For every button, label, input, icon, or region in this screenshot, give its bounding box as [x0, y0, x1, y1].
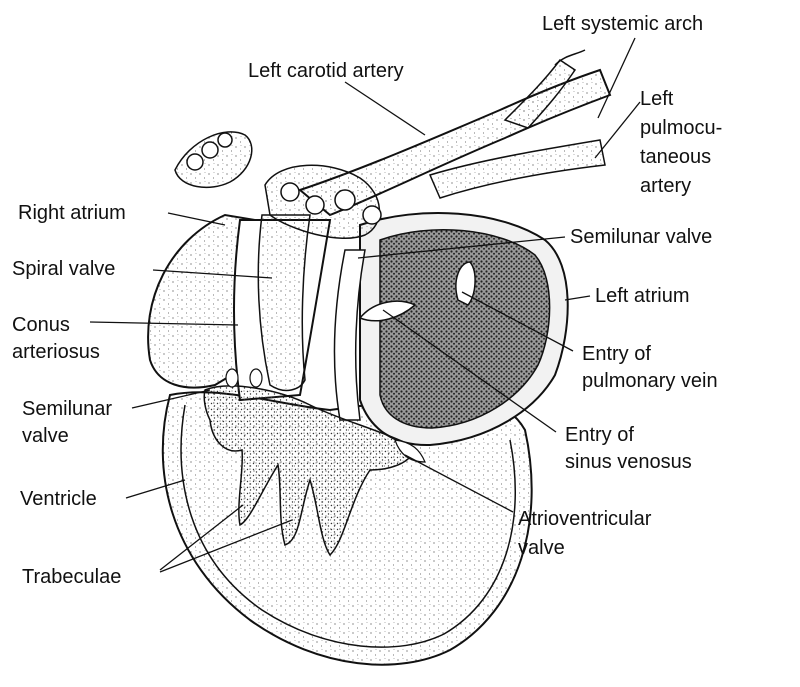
label-entry-sinus-venosus: Entry of sinus venosus: [565, 424, 692, 473]
right-atrium-shape: [147, 213, 257, 389]
label-conus-arteriosus: Conus arteriosus: [12, 314, 100, 363]
pulmocutaneous-arch: [428, 139, 606, 199]
trabecular-mass: [203, 385, 414, 557]
sinus-venosus-entry: [358, 300, 417, 322]
label-right-atrium: Right atrium: [18, 202, 126, 224]
leader-lines: [89, 37, 641, 573]
label-left-systemic-arch: Left systemic arch: [542, 13, 704, 35]
label-semilunar-valve-upper: Semilunar valve: [570, 226, 713, 248]
label-left-atrium: Left atrium: [595, 285, 690, 307]
arch-openings: [174, 131, 382, 239]
atrioventricular-valve: [394, 439, 426, 463]
label-atrioventricular-valve: Atrioventricular valve: [518, 508, 652, 559]
spiral-valve-shape: [257, 214, 311, 392]
pulmonary-vein-entry: [455, 261, 476, 306]
label-left-pulmocutaneous-artery: Left pulmocu- taneous artery: [640, 88, 723, 197]
label-entry-pulmonary-vein: Entry of pulmonary vein: [582, 343, 718, 392]
label-ventricle: Ventricle: [20, 488, 97, 510]
label-semilunar-valve-lower: Semilunar valve: [22, 398, 113, 447]
label-left-carotid-artery: Left carotid artery: [248, 60, 404, 82]
label-spiral-valve: Spiral valve: [12, 258, 116, 280]
label-trabeculae: Trabeculae: [22, 566, 122, 588]
semilunar-valve-lower: [225, 368, 263, 388]
